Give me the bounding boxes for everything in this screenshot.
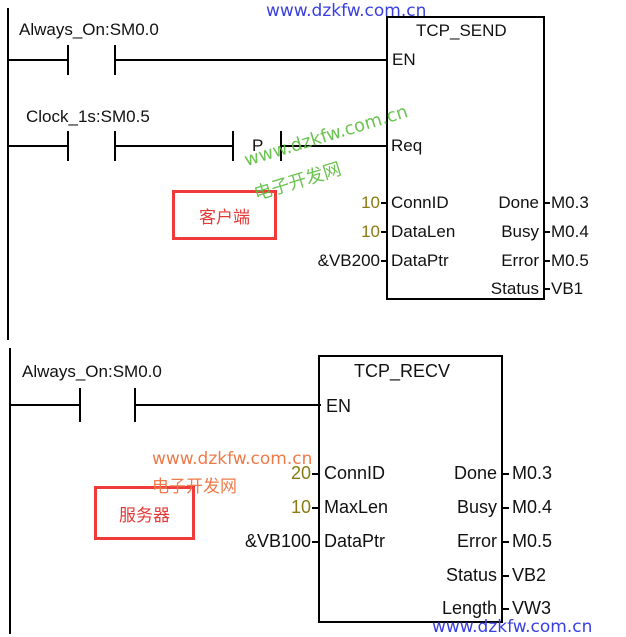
contact-left-bar — [232, 131, 234, 161]
pin-done: Done — [498, 193, 539, 212]
pin-error: Error — [501, 251, 539, 270]
pin-dataptr: DataPtr — [324, 531, 386, 551]
pin-error: Error — [457, 531, 497, 551]
watermark-url-bottom: www.dzkfw.com.cn — [432, 617, 593, 637]
input-value-connid: 10 — [361, 193, 380, 212]
output-value-length: VW3 — [512, 598, 552, 618]
pin-en: EN — [326, 396, 352, 416]
pin-req: Req — [391, 136, 423, 155]
rung-wire — [8, 145, 67, 147]
pin-stub — [312, 473, 319, 475]
output-value-status: VB1 — [551, 279, 584, 298]
contact-left-bar — [67, 131, 69, 161]
pin-stub — [502, 473, 509, 475]
power-rail-1 — [7, 8, 9, 340]
input-value-datalen: 10 — [361, 222, 380, 241]
contact-label-always-on: Always_On:SM0.0 — [19, 20, 159, 39]
pin-length: Length — [441, 598, 497, 618]
pin-status: Status — [445, 565, 497, 585]
server-annotation: 服务器 — [94, 486, 195, 540]
pin-busy: Busy — [501, 222, 539, 241]
contact-left-bar — [79, 388, 81, 422]
pin-stub — [502, 507, 509, 509]
block-title: TCP_RECV — [354, 361, 451, 381]
contact-label-always-on: Always_On:SM0.0 — [22, 362, 162, 381]
pin-maxlen: MaxLen — [324, 497, 389, 517]
watermark-site-middle: 电子开发网 — [152, 477, 237, 497]
rung-wire — [115, 145, 233, 147]
watermark-url-top: www.dzkfw.com.cn — [266, 1, 427, 21]
output-value-status: VB2 — [512, 565, 547, 585]
pin-connid: ConnID — [391, 193, 449, 212]
block-title: TCP_SEND — [416, 21, 507, 40]
pin-dataptr: DataPtr — [391, 251, 449, 270]
edge-contact-label: P — [252, 136, 264, 155]
pin-stub — [381, 231, 387, 233]
pin-stub — [502, 608, 509, 610]
pin-stub — [544, 202, 550, 204]
input-value-dataptr: &VB200 — [317, 251, 380, 270]
watermark-url-middle: www.dzkfw.com.cn — [152, 449, 313, 469]
contact-label-clock-1s: Clock_1s:SM0.5 — [26, 107, 150, 126]
pin-stub — [544, 260, 550, 262]
pin-stub — [312, 541, 319, 543]
pin-stub — [544, 288, 550, 290]
client-annotation: 客户端 — [172, 190, 277, 240]
power-rail-2 — [9, 348, 11, 634]
rung-wire — [10, 404, 79, 406]
pin-datalen: DataLen — [391, 222, 456, 241]
input-value-dataptr: &VB100 — [244, 531, 311, 551]
input-value-connid: 20 — [290, 463, 311, 483]
pin-done: Done — [453, 463, 497, 483]
output-value-done: M0.3 — [551, 193, 589, 212]
rung-wire — [115, 59, 388, 61]
pin-stub — [544, 231, 550, 233]
pin-connid: ConnID — [324, 463, 386, 483]
input-value-maxlen: 10 — [290, 497, 311, 517]
tcp-send-block[interactable] — [386, 16, 545, 300]
output-value-error: M0.5 — [551, 251, 589, 270]
rung-wire — [8, 59, 67, 61]
output-value-busy: M0.4 — [512, 497, 553, 517]
rung-wire — [135, 404, 321, 406]
rung-wire — [281, 145, 388, 147]
pin-stub — [502, 575, 509, 577]
pin-en: EN — [392, 50, 416, 69]
output-value-error: M0.5 — [512, 531, 553, 551]
contact-left-bar — [67, 45, 69, 75]
pin-stub — [312, 507, 319, 509]
pin-stub — [502, 541, 509, 543]
pin-stub — [381, 202, 387, 204]
pin-status: Status — [490, 279, 539, 298]
output-value-done: M0.3 — [512, 463, 553, 483]
output-value-busy: M0.4 — [551, 222, 589, 241]
pin-busy: Busy — [456, 497, 497, 517]
tcp-recv-block[interactable] — [318, 355, 503, 623]
pin-stub — [381, 260, 387, 262]
